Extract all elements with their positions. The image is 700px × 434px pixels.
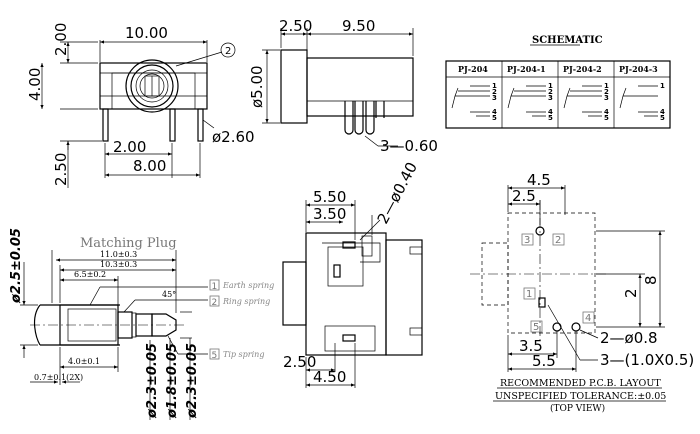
dim-pcb-bottom-b: 5.5 xyxy=(532,352,556,370)
sch-pin: 5 xyxy=(604,114,609,122)
dim-plug-len4: 4.0±0.1 xyxy=(68,357,100,366)
sch-pin: 2 xyxy=(548,88,553,96)
schematic-title: SCHEMATIC xyxy=(532,35,603,46)
dim-plug-angle: 45° xyxy=(162,290,176,299)
pcb-pin: 5 xyxy=(533,322,539,333)
sch-pin: 1 xyxy=(604,82,609,90)
plug-label-no: 1 xyxy=(212,282,218,292)
dim-pcb-top-a: 4.5 xyxy=(527,171,551,189)
sch-pin: 2 xyxy=(604,88,609,96)
plug-label-earth: Earth spring xyxy=(222,281,274,290)
sch-pin: 4 xyxy=(548,108,553,116)
top-body xyxy=(305,232,387,356)
side-pin-2 xyxy=(354,101,364,135)
dim-side-front-len: 2.50 xyxy=(279,17,312,35)
pcb-layout: 3 2 1 5 4 4.5 2.5 2 8 3.5 5.5 2—ø0.8 xyxy=(470,171,694,414)
plug-label-no: 5 xyxy=(212,351,218,361)
schematic-col-1: PJ-204 xyxy=(458,64,488,74)
dim-plug-dia-left: ø2.5±0.05 xyxy=(9,228,24,304)
dim-side-dia: ø5.00 xyxy=(248,65,266,108)
front-pin-left xyxy=(102,108,109,142)
schematic-col-3: PJ-204-2 xyxy=(563,64,602,74)
dim-plug-len2: 10.3±0.3 xyxy=(100,260,137,269)
top-view: 5.50 3.50 2—ø0.40 2.50 4.50 xyxy=(282,159,423,388)
dim-front-height-mid: 4.00 xyxy=(26,68,44,101)
dim-front-pin-span: 8.00 xyxy=(133,157,166,175)
dim-plug-len3: 6.5±0.2 xyxy=(74,270,106,279)
side-pin-1 xyxy=(344,101,354,135)
dim-side-body-len: 9.50 xyxy=(342,17,375,35)
side-view: 2.50 9.50 ø5.00 3—0.60 xyxy=(248,17,438,155)
dim-pcb-right-a: 2 xyxy=(622,288,640,298)
dim-front-hole: ø2.60 xyxy=(212,128,255,146)
dim-front-pin-pitch: 2.00 xyxy=(113,138,146,156)
sch-pin: 2 xyxy=(492,88,497,96)
dim-pcb-hole: 2—ø0.8 xyxy=(600,329,658,347)
sch-pin: 5 xyxy=(660,114,665,122)
side-front-collar xyxy=(280,49,308,124)
front-view: 10.00 2 2.00 4.00 2.50 2.00 8.00 ø2.60 xyxy=(26,23,255,188)
sch-pin: 1 xyxy=(548,82,553,90)
sch-pin: 5 xyxy=(492,114,497,122)
sch-pin: 1 xyxy=(492,82,497,90)
pcb-caption-3: (TOP VIEW) xyxy=(550,403,605,414)
matching-plug: Matching Plug ø2.5±0.05 11.0±0.3 10.3±0.… xyxy=(9,228,274,420)
sch-pin: 4 xyxy=(492,108,497,116)
sch-pin: 3 xyxy=(492,94,497,102)
dim-front-width: 10.00 xyxy=(125,24,168,42)
front-jack-outer-ring xyxy=(125,59,179,113)
schematic: SCHEMATIC PJ-204 PJ-204-1 PJ-204-2 PJ-20… xyxy=(445,35,671,129)
sch-pin: 1 xyxy=(660,82,665,90)
side-body xyxy=(306,57,414,117)
side-pin-3 xyxy=(365,101,375,135)
dim-plug-dia-b1: ø2.3±0.05 xyxy=(145,343,160,419)
plug-label-no: 2 xyxy=(212,298,218,308)
plug-label-tip: Tip spring xyxy=(223,350,264,359)
pcb-pin: 2 xyxy=(555,235,561,246)
pcb-outline xyxy=(507,212,596,334)
front-callout: 2 xyxy=(225,46,231,57)
dim-top-width-b: 3.50 xyxy=(313,205,346,223)
pcb-hole-top xyxy=(535,226,545,236)
plug-label-ring: Ring spring xyxy=(222,297,270,306)
front-pin-right xyxy=(197,108,204,142)
pcb-pin: 3 xyxy=(524,235,530,246)
plug-title: Matching Plug xyxy=(80,236,177,251)
front-pin-mid xyxy=(169,108,176,142)
dim-side-pins: 3—0.60 xyxy=(380,137,438,155)
dim-top-bottom-b: 4.50 xyxy=(313,368,346,386)
schematic-col-4: PJ-204-3 xyxy=(619,64,658,74)
dim-front-height-bottom: 2.50 xyxy=(52,153,70,186)
sch-pin: 3 xyxy=(604,94,609,102)
sch-pin: 4 xyxy=(604,108,609,116)
dim-top-width-a: 5.50 xyxy=(313,188,346,206)
pcb-caption-1: RECOMMENDED P.C.B. LAYOUT xyxy=(500,378,661,389)
sch-pin: 4 xyxy=(660,108,665,116)
dim-plug-len1: 11.0±0.3 xyxy=(100,250,137,259)
dim-pcb-slot: 3—(1.0X0.5) xyxy=(600,351,694,369)
sch-pin: 5 xyxy=(548,114,553,122)
dim-pcb-top-b: 2.5 xyxy=(512,187,536,205)
plug-tip xyxy=(151,313,177,337)
dim-top-bottom-a: 2.50 xyxy=(283,353,316,371)
dim-plug-dia-b3: ø2.3±0.05 xyxy=(185,343,200,419)
pcb-caption-2: UNSPECIFIED TOLERANCE:±0.05 xyxy=(495,391,666,402)
dim-plug-len5: 0.7±0.1(2X) xyxy=(34,373,83,382)
pcb-pin: 4 xyxy=(585,313,591,324)
dim-plug-dia-b2: ø1.8±0.05 xyxy=(165,343,180,419)
dim-top-hole: 2—ø0.40 xyxy=(374,159,421,227)
dim-front-height-top: 2.00 xyxy=(52,23,70,56)
schematic-col-2: PJ-204-1 xyxy=(507,64,546,74)
pcb-pin: 1 xyxy=(526,289,532,300)
dim-pcb-bottom-a: 3.5 xyxy=(519,337,543,355)
sch-pin: 3 xyxy=(548,94,553,102)
dim-pcb-right-b: 8 xyxy=(642,275,660,285)
